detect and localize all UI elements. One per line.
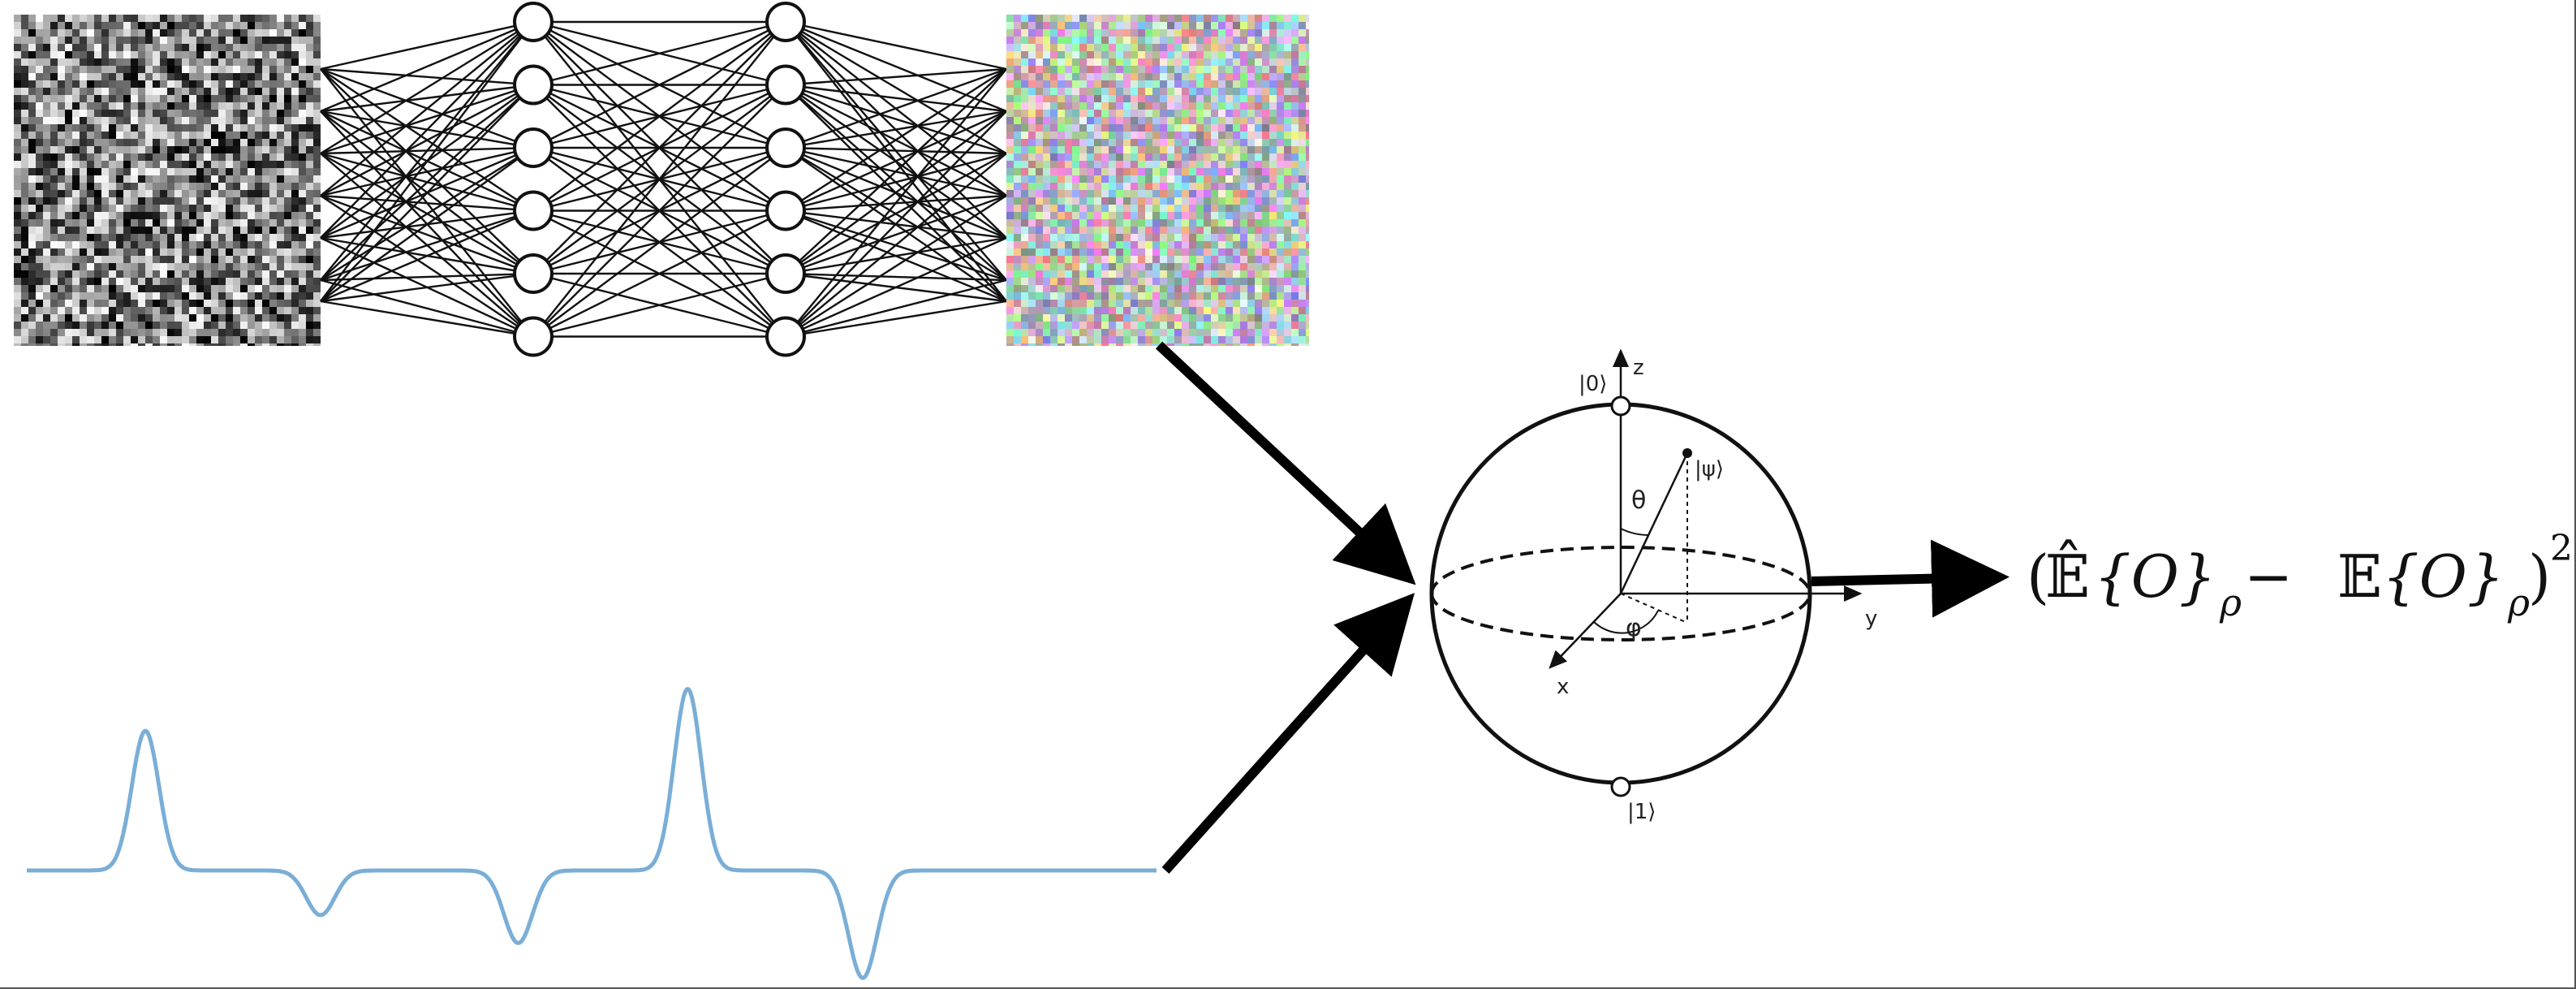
- neuron-node: [765, 64, 806, 106]
- loss-formula: ( 𝔼̂ {O} ρ − 𝔼 {O} ρ ) 2: [2027, 528, 2573, 624]
- phi-arc: [1593, 610, 1659, 634]
- theta-arc: [1620, 528, 1649, 536]
- y-axis-label: y: [1865, 607, 1877, 631]
- network-connections: [320, 20, 1007, 338]
- north-pole: [1610, 395, 1631, 417]
- neuron-node: [765, 316, 806, 357]
- formula-expectation: 𝔼: [2337, 542, 2382, 611]
- equator-front: [1430, 593, 1811, 641]
- equator-back: [1430, 546, 1811, 594]
- neuron-node: [513, 127, 554, 168]
- formula-observable-1: {O}: [2094, 542, 2216, 611]
- psi-vector: [1619, 452, 1689, 594]
- south-pole: [1610, 776, 1631, 797]
- z-axis-label: z: [1633, 356, 1644, 380]
- formula-minus: −: [2244, 542, 2293, 611]
- neuron-node: [513, 190, 554, 231]
- arrow-sphere-to-formula: [1811, 539, 2010, 618]
- output-noise-image: [1006, 15, 1309, 346]
- ket-one-label: |1⟩: [1627, 800, 1656, 824]
- neuron-node: [513, 2, 554, 42]
- neuron-node: [513, 316, 554, 357]
- x-axis-label: x: [1557, 675, 1569, 699]
- neuron-node: [513, 253, 554, 294]
- bloch-sphere: z y x |0⟩ |1⟩ |ψ⟩ θ φ: [1429, 348, 1877, 824]
- formula-open-paren: (: [2027, 542, 2049, 611]
- ket-psi-label: |ψ⟩: [1695, 457, 1724, 482]
- phi-label: φ: [1626, 614, 1642, 642]
- formula-exponent: 2: [2550, 528, 2573, 569]
- arrow-image-to-sphere: [1155, 341, 1416, 585]
- pulse-waveform: [26, 687, 1157, 980]
- neuron-node: [765, 190, 806, 231]
- x-axis: [1549, 593, 1622, 669]
- neuron-node: [513, 64, 554, 106]
- neuron-node: [765, 2, 806, 42]
- formula-subscript-rho-1: ρ: [2219, 581, 2242, 624]
- formula-close-paren: ): [2528, 542, 2551, 611]
- neuron-node: [765, 127, 806, 168]
- theta-label: θ: [1631, 486, 1646, 515]
- formula-observable-2: {O}: [2382, 542, 2505, 611]
- input-noise-image: [14, 15, 321, 346]
- formula-subscript-rho-2: ρ: [2507, 581, 2530, 624]
- ket-zero-label: |0⟩: [1579, 372, 1607, 396]
- neuron-node: [765, 253, 806, 294]
- network-nodes: [513, 2, 806, 357]
- formula-expectation-hat: 𝔼̂: [2045, 538, 2090, 611]
- arrow-wave-to-sphere: [1161, 593, 1415, 875]
- psi-projection-radial: [1620, 593, 1688, 624]
